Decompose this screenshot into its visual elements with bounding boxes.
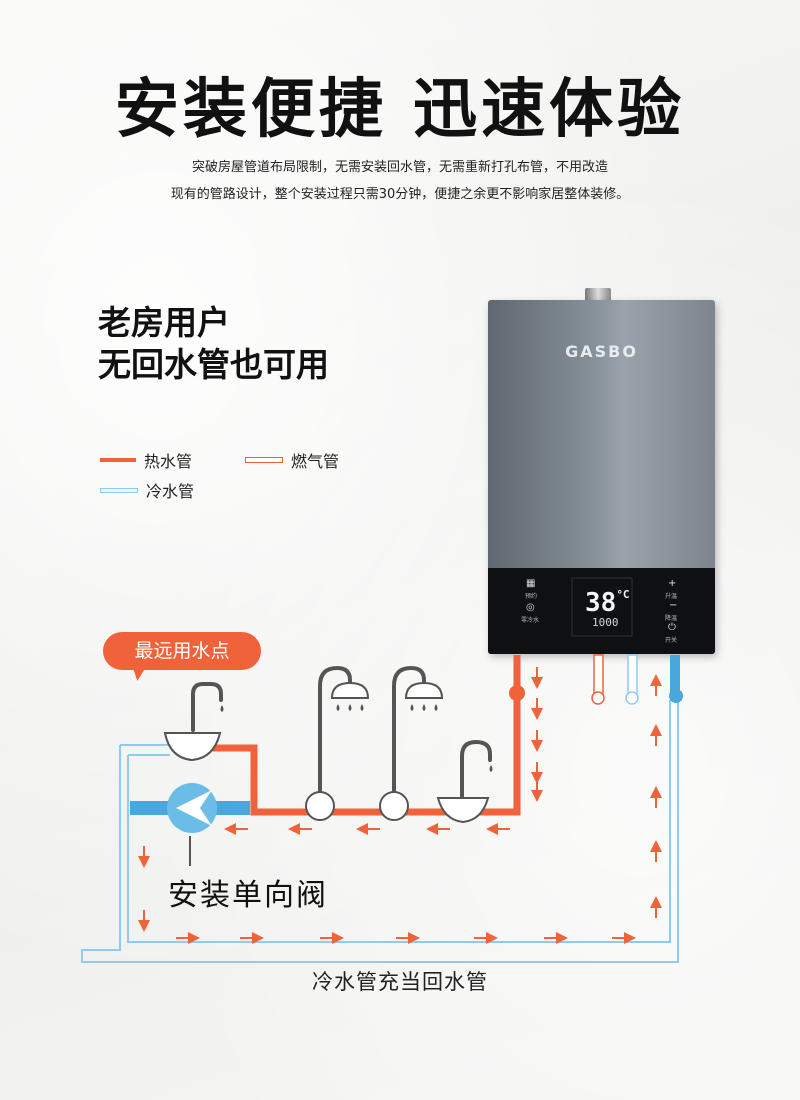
headline: 安装便捷 迅速体验 (114, 73, 686, 147)
display-frame (571, 577, 633, 637)
water-heater: GASBO 38°C 1000 ▦ 预约 ◎ 零冷水 + 升温 − 降温 ⏻ 开… (488, 300, 715, 654)
panel-label-zero-cold: 零冷水 (521, 617, 540, 624)
display-temp-value: 38 (585, 588, 617, 618)
shower-valve-2 (379, 791, 409, 821)
description: 突破房屋管道布局限制，无需安装回水管，无需重新打孔布管，不用改造 现有的管路设计… (0, 154, 800, 208)
gas-pipe (591, 654, 605, 705)
decrease-icon[interactable]: − (669, 600, 678, 611)
power-icon[interactable]: ⏻ (668, 622, 676, 633)
flue-pipe (585, 288, 611, 302)
shower-head-icon-2 (392, 665, 426, 794)
legend-item-hot-water: 热水管 (100, 448, 192, 472)
hot-water-outlet-joint (509, 685, 525, 701)
legend-label-hot-water: 热水管 (144, 452, 193, 471)
check-valve-label: 安装单向阀 (168, 878, 328, 913)
cold-inlet-pipe (625, 654, 639, 705)
shower-head-icon (318, 665, 352, 794)
shower-head-1 (330, 681, 370, 699)
panel-label-schedule: 预约 (525, 593, 538, 600)
increase-icon[interactable]: + (668, 578, 677, 589)
shower-drops-1 (336, 704, 364, 711)
cold-pipe-swatch (100, 487, 138, 493)
description-line-2: 现有的管路设计，整个安装过程只需30分钟，便捷之余更不影响家居整体装修。 (170, 187, 630, 202)
flow-arrows (138, 667, 662, 944)
hot-pipe-swatch (100, 458, 136, 462)
hot-water-pipe (196, 655, 521, 816)
control-panel (488, 568, 715, 654)
description-line-1: 突破房屋管道布局限制，无需安装回水管，无需重新打孔布管，不用改造 (191, 160, 608, 175)
legend-label-cold-water: 冷水管 (146, 482, 195, 501)
gas-pipe-swatch (245, 457, 283, 463)
basin-icon (163, 732, 222, 762)
cold-pipe-return-label: 冷水管充当回水管 (312, 970, 488, 994)
display-temp-unit: °C (616, 588, 630, 601)
kitchen-basin-icon (436, 797, 490, 824)
shower-valve-1 (305, 791, 335, 821)
kitchen-faucet-icon (460, 739, 492, 798)
side-title: 老房用户 无回水管也可用 (98, 302, 329, 386)
display-sub-readout: 1000 (592, 616, 619, 629)
check-valve-icon (167, 783, 217, 866)
zero-cold-icon[interactable]: ◎ (526, 602, 535, 613)
panel-label-decrease: 降温 (665, 615, 678, 622)
panel-label-power: 开关 (665, 637, 678, 644)
legend-item-gas: 燃气管 (245, 448, 339, 472)
heater-brand-logo: GASBO (565, 342, 638, 361)
shower-head-2 (404, 681, 444, 699)
legend-label-gas: 燃气管 (291, 452, 340, 471)
water-drop-icon (220, 705, 224, 712)
cold-water-outlet (669, 655, 683, 703)
schedule-icon[interactable]: ▦ (526, 578, 536, 589)
side-title-line-2: 无回水管也可用 (98, 345, 329, 384)
faucet-icon (191, 682, 223, 732)
kitchen-water-drop-icon (489, 765, 493, 772)
panel-label-increase: 升温 (665, 593, 678, 600)
farthest-outlet-callout: 最远用水点 (103, 632, 261, 670)
side-title-line-1: 老房用户 (98, 303, 230, 342)
display-temperature: 38°C (585, 588, 630, 618)
legend-item-cold-water: 冷水管 (100, 478, 194, 502)
shower-drops-2 (410, 704, 438, 711)
